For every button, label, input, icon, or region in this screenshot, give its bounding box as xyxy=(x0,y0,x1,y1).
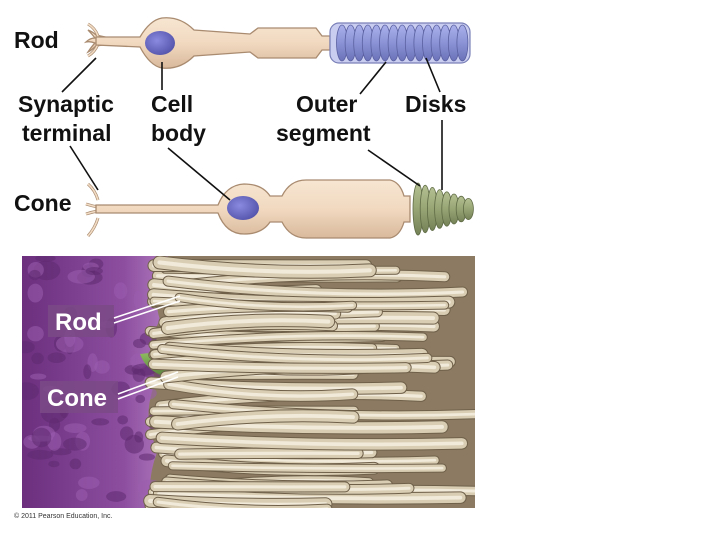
rod-fiber-highlight xyxy=(178,451,360,456)
pigment-granule xyxy=(55,335,84,353)
pigment-granule xyxy=(27,326,44,342)
pigment-granule xyxy=(117,415,129,425)
cone-nucleus xyxy=(227,196,259,220)
rod-fiber-highlight xyxy=(177,296,354,309)
rod-fibers xyxy=(143,256,475,508)
pigment-granule xyxy=(135,394,146,404)
cell-body-label-line1: Cell xyxy=(151,91,193,117)
pigment-granule xyxy=(30,373,47,380)
synaptic-terminal-label-line1: Synaptic xyxy=(18,91,114,117)
photo-cone-label: Cone xyxy=(47,385,107,412)
rod-fiber-highlight xyxy=(165,318,331,331)
outer-segment-label-line1: Outer xyxy=(296,91,357,117)
rod-fiber-highlight xyxy=(175,413,355,426)
photo-rod-label: Rod xyxy=(55,309,102,336)
pigment-granule xyxy=(138,453,156,461)
rod-label: Rod xyxy=(14,27,59,53)
pigment-granule xyxy=(22,382,40,401)
outer-segment-label-line2: segment xyxy=(276,120,371,146)
pigment-granule xyxy=(69,458,82,470)
rod-fiber-highlight xyxy=(151,362,408,370)
pigment-granule xyxy=(75,489,88,501)
rod-nucleus xyxy=(145,31,175,55)
rod-disks xyxy=(336,24,469,62)
rod-fiber-highlight xyxy=(166,279,465,296)
pigment-granule xyxy=(78,476,100,489)
pigment-granule xyxy=(85,266,103,276)
rod-cell xyxy=(83,17,471,69)
rod-fiber-highlight xyxy=(167,382,355,398)
rod-fiber-highlight xyxy=(157,260,372,274)
copyright-credit: © 2011 Pearson Education, Inc. xyxy=(14,512,112,520)
rod-fiber-highlight xyxy=(156,500,329,508)
rod-fiber-highlight xyxy=(160,347,429,362)
pigment-granule xyxy=(35,256,56,262)
cone-cell xyxy=(85,179,474,239)
cone-label: Cone xyxy=(14,190,72,216)
photo-leader-lines xyxy=(113,295,181,400)
pigment-granule xyxy=(31,427,52,448)
pigment-granule xyxy=(106,491,127,502)
cone-disks xyxy=(412,182,474,236)
pigment-granule xyxy=(28,269,41,281)
cell-body-label-line2: body xyxy=(151,120,206,146)
pigment-granule xyxy=(27,283,44,303)
photo-rod-label-box xyxy=(48,305,114,337)
pigment-granule xyxy=(63,423,87,433)
pigment-granule xyxy=(133,338,146,349)
pigment-granule xyxy=(27,449,54,460)
rod-fiber-highlight xyxy=(160,436,464,447)
pigment-granule xyxy=(113,282,128,300)
rod-fiber-highlight xyxy=(151,334,425,347)
leader-lines xyxy=(61,57,443,201)
pigment-granule xyxy=(133,290,142,309)
pigment-granule xyxy=(47,352,66,364)
pigment-granule xyxy=(94,360,110,374)
rod-fiber-highlight xyxy=(171,464,444,470)
disks-label: Disks xyxy=(405,91,466,117)
pigment-granule xyxy=(129,385,157,401)
pigment-granule xyxy=(31,352,44,365)
cone-disk xyxy=(462,197,474,220)
pigment-granule xyxy=(124,434,144,454)
rod-disk xyxy=(456,24,469,62)
synaptic-terminal-label-line2: terminal xyxy=(22,120,111,146)
pigment-granule xyxy=(63,437,87,451)
pigment-granule xyxy=(83,364,92,380)
pigment-granule xyxy=(22,341,35,354)
pigment-granule xyxy=(48,460,60,468)
pigment-granule xyxy=(91,418,110,426)
photo-cone-label-box xyxy=(40,381,118,413)
